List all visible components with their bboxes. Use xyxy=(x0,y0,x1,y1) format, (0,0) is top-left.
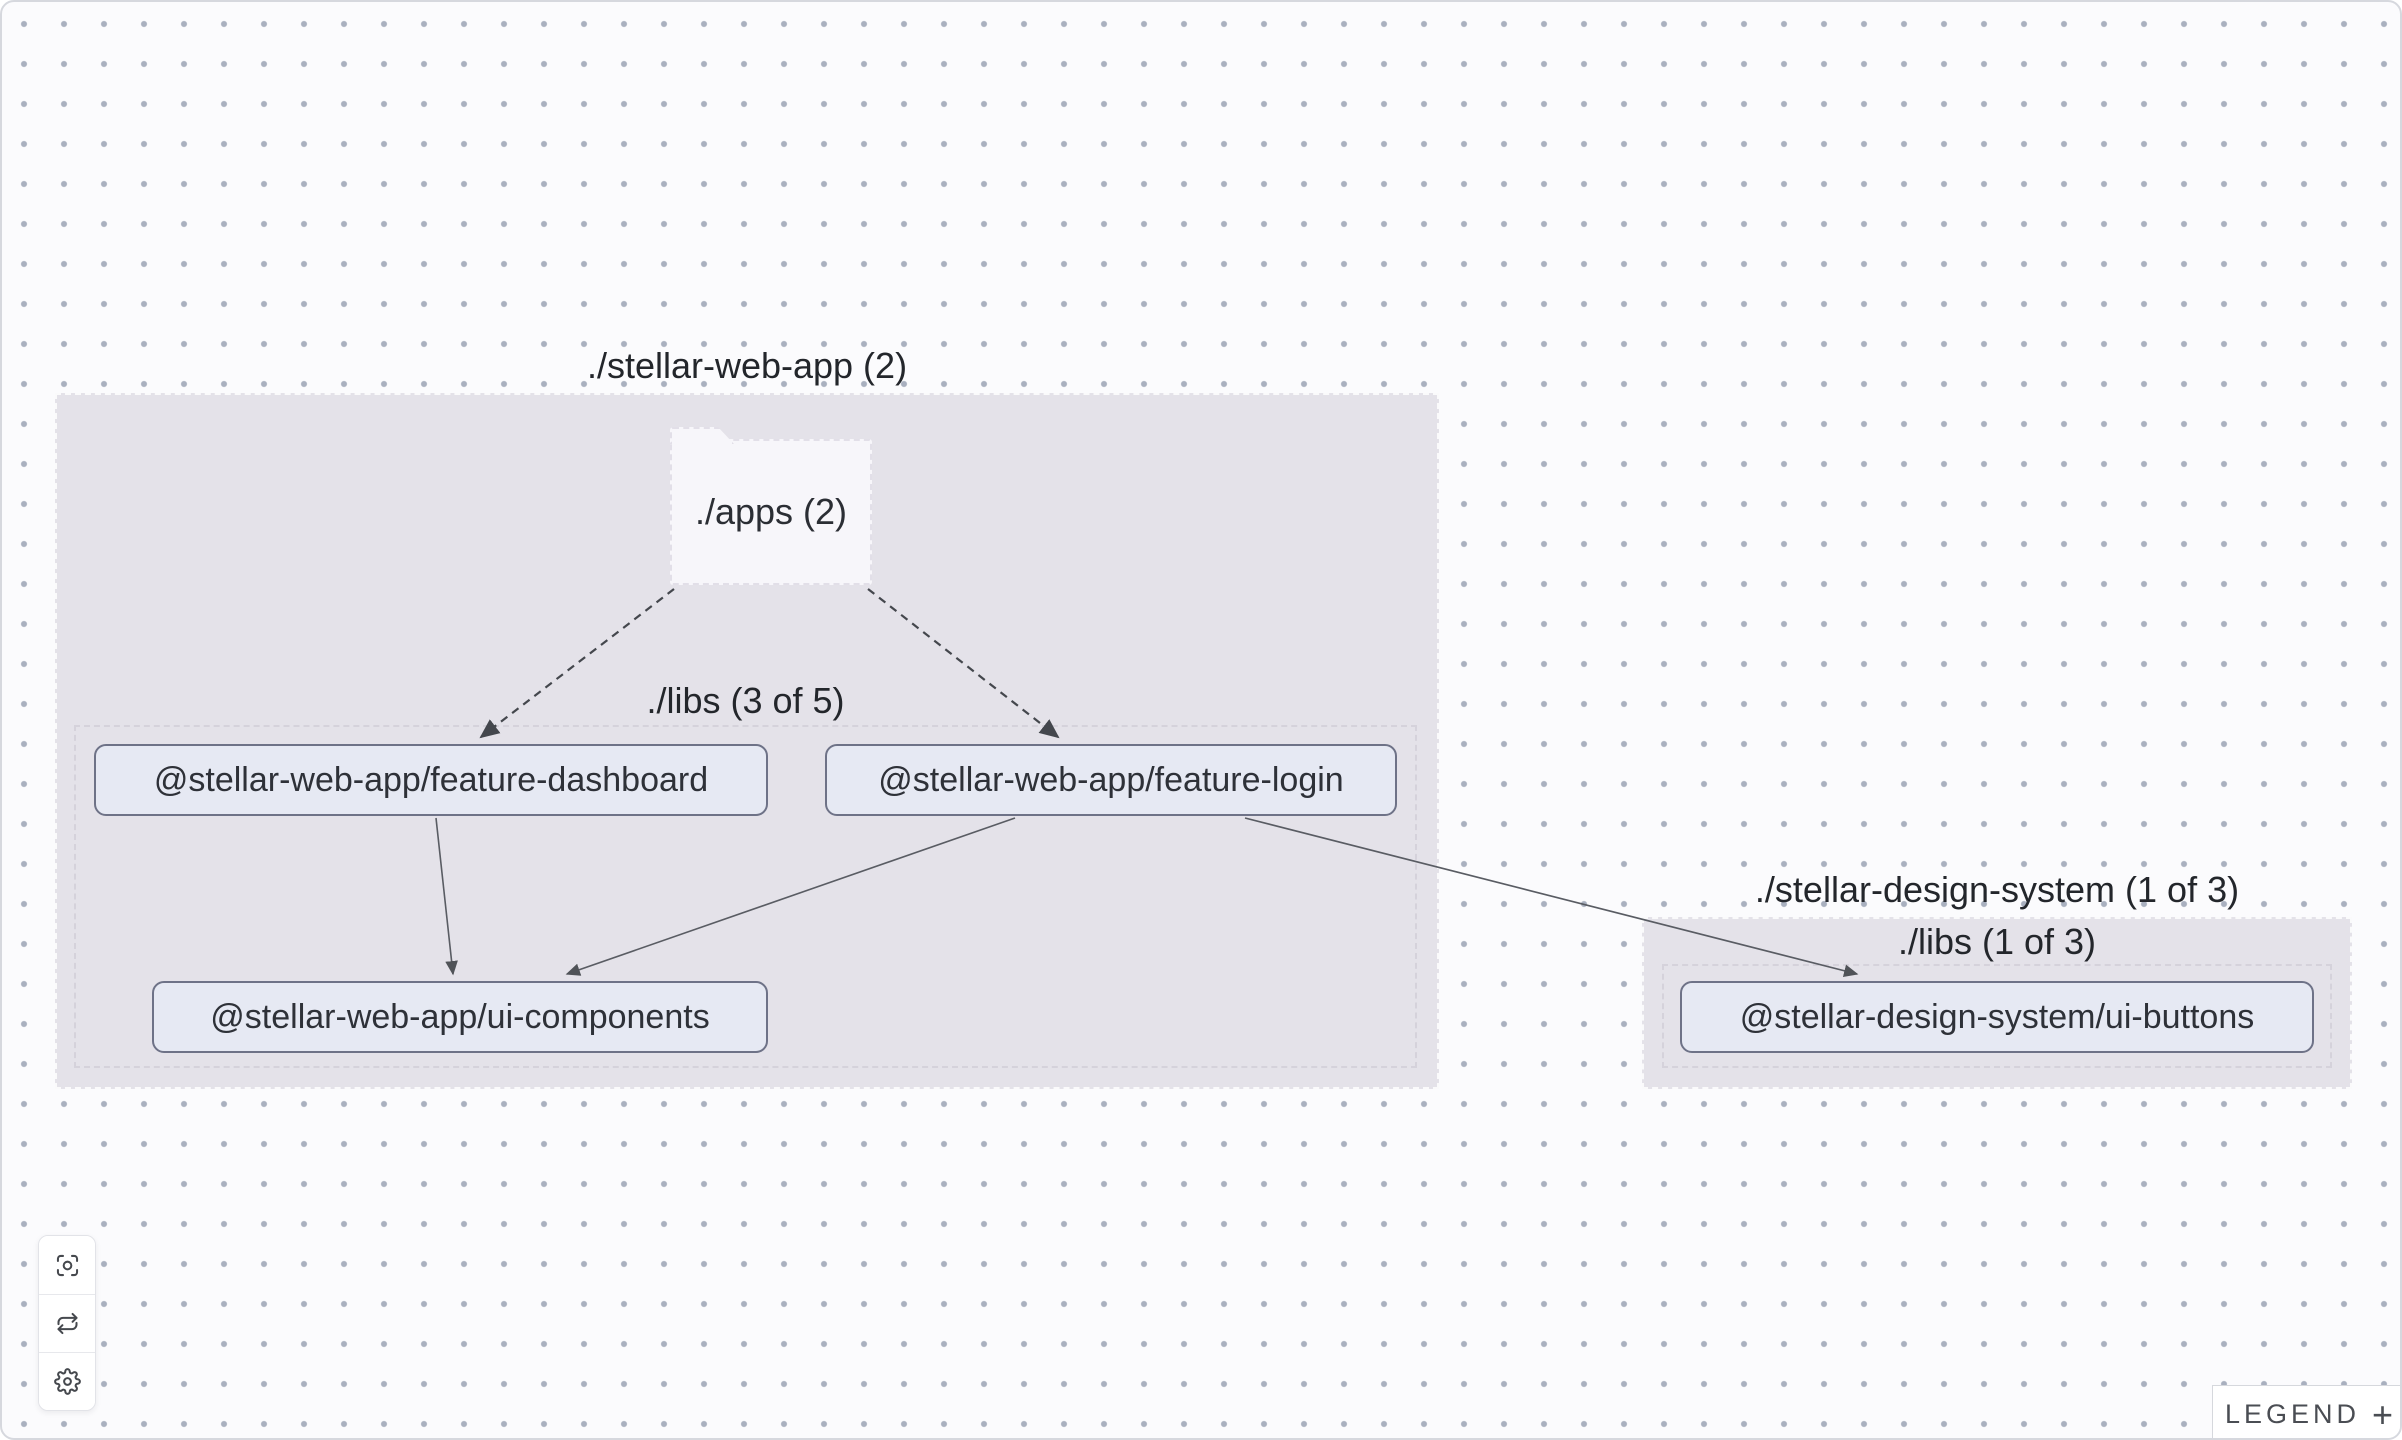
project-node-feature-login[interactable]: @stellar-web-app/feature-login xyxy=(825,744,1397,816)
refresh-icon xyxy=(56,1312,78,1335)
folder-node-apps[interactable]: ./apps (2) xyxy=(670,439,872,585)
libs-title-web-app: ./libs (3 of 5) xyxy=(646,680,845,721)
settings-button[interactable] xyxy=(39,1352,95,1410)
refresh-graph-button[interactable] xyxy=(39,1294,95,1352)
edge-feature-dashboard-to-ui-components[interactable] xyxy=(435,817,458,976)
graph-toolbar xyxy=(38,1235,96,1411)
plus-icon: + xyxy=(2372,1393,2394,1435)
focus-center-icon xyxy=(56,1254,78,1276)
edge-apps-folder-to-feature-dashboard[interactable] xyxy=(479,588,675,739)
edge-apps-folder-to-feature-login[interactable] xyxy=(867,588,1060,739)
libs-box-design-system xyxy=(1662,964,2332,1068)
project-node-ui-buttons[interactable]: @stellar-design-system/ui-buttons xyxy=(1680,981,2314,1053)
project-node-ui-components[interactable]: @stellar-web-app/ui-components xyxy=(152,981,768,1053)
edge-feature-login-to-ui-buttons[interactable] xyxy=(1244,817,1859,977)
group-title-stellar-web-app: ./stellar-web-app (2) xyxy=(586,345,908,386)
focus-graph-button[interactable] xyxy=(39,1236,95,1294)
libs-box-web-app xyxy=(74,725,1417,1068)
edge-feature-login-to-ui-components[interactable] xyxy=(565,817,1016,976)
project-node-feature-dashboard[interactable]: @stellar-web-app/feature-dashboard xyxy=(94,744,768,816)
group-title-stellar-design-system: ./stellar-design-system (1 of 3) xyxy=(1754,869,2240,910)
legend-label: LEGEND xyxy=(2224,1399,2360,1429)
gear-icon xyxy=(53,1368,81,1395)
libs-title-design-system: ./libs (1 of 3) xyxy=(1897,921,2097,962)
legend-toggle[interactable]: LEGEND + xyxy=(2212,1385,2400,1438)
